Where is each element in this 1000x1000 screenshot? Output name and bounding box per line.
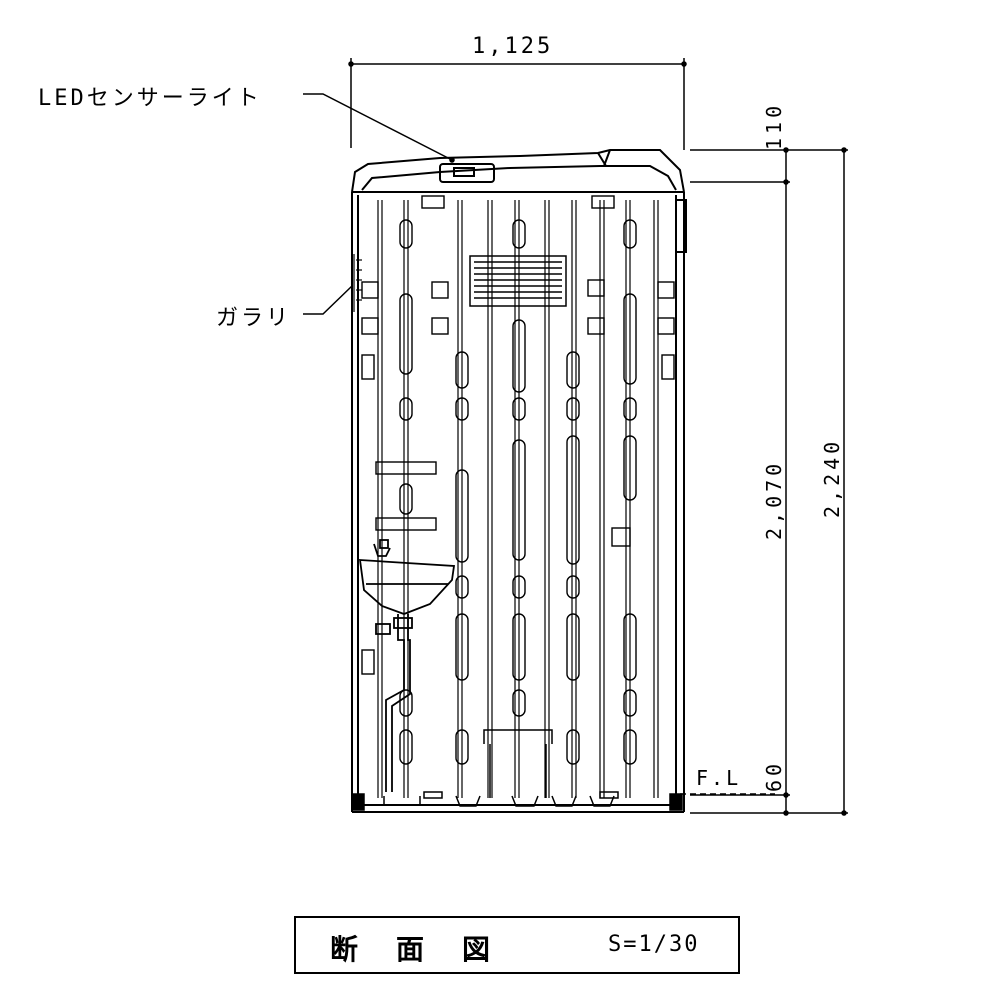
booth-body: [351, 192, 687, 813]
shelves: [375, 461, 437, 531]
gallery-leader-line: [303, 285, 353, 315]
width-dimension: [348, 58, 687, 150]
floor-offset-label: 60: [762, 759, 786, 792]
step: [483, 729, 553, 798]
interior-height-label: 2,070: [762, 459, 786, 540]
gallery-callout: ガラリ: [216, 306, 292, 331]
louver-panel: [469, 255, 567, 307]
width-dimension-label: 1,125: [472, 34, 554, 59]
brackets: [361, 195, 675, 675]
total-height-label: 2,240: [820, 437, 844, 518]
left-gallery: [353, 254, 362, 312]
drawing-scale: S=1/30: [608, 932, 700, 957]
drawing-title: 断面図: [330, 933, 529, 966]
floor-level-label: F.L: [696, 766, 742, 790]
vent-slots: [399, 219, 637, 765]
top-gap-label: 110: [762, 101, 786, 150]
title-block: 断面図 S=1/30: [294, 916, 740, 974]
wall-ribs: [377, 200, 659, 798]
roof: [351, 149, 685, 193]
right-dimension-lines: [690, 147, 848, 816]
led-sensor-light: [439, 163, 495, 183]
led-leader-line: [303, 93, 453, 161]
floor-base: [351, 791, 683, 811]
wash-basin: [358, 539, 456, 792]
led-light-callout: LEDセンサーライト: [38, 86, 262, 111]
